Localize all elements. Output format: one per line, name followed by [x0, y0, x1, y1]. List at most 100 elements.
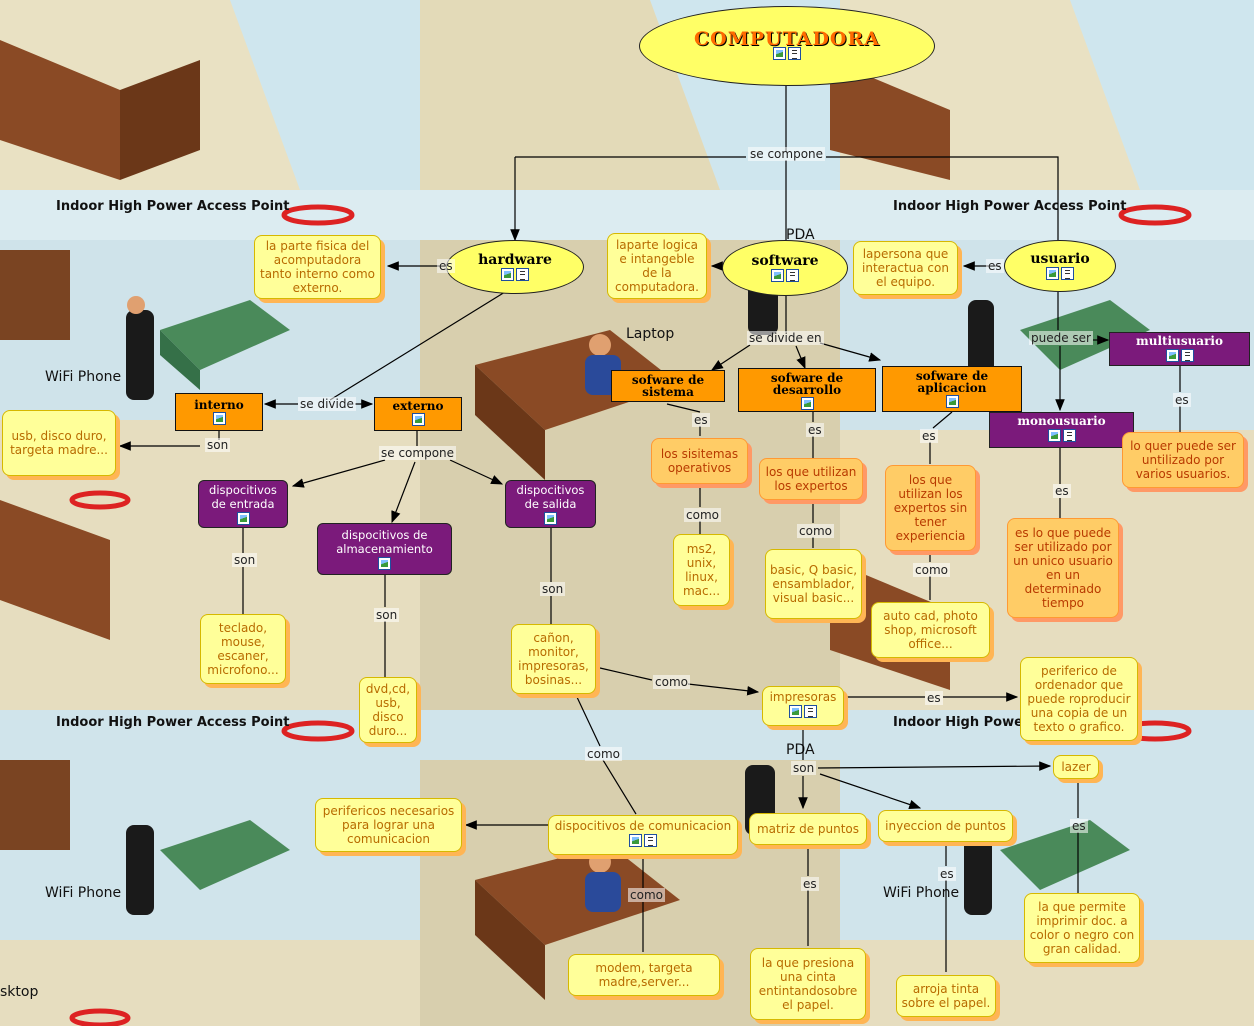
link-label: como — [653, 675, 690, 689]
concept-label: interno — [194, 398, 244, 412]
concept-lazer-description[interactable]: la que permite imprimir doc. a color o n… — [1024, 893, 1140, 963]
link-label: como — [684, 508, 721, 522]
concept-impresoras-description[interactable]: periferico de ordenador que puede roprod… — [1020, 657, 1138, 741]
link-label: puede ser — [1029, 331, 1093, 345]
image-resource-icon[interactable] — [411, 413, 425, 426]
access-point-label: Indoor High Power Access Point — [893, 199, 1127, 214]
link-label: son — [205, 438, 231, 452]
concept-teclado[interactable]: teclado, mouse, escaner, microfono... — [200, 614, 286, 684]
document-resource-icon[interactable] — [516, 268, 529, 281]
concept-perifericos[interactable]: perifericos necesarios para lograr una c… — [315, 798, 462, 852]
concept-monousuario[interactable]: monousuario — [989, 412, 1134, 448]
image-resource-icon[interactable] — [771, 269, 784, 282]
image-resource-icon[interactable] — [544, 512, 557, 525]
link-label: se compone — [748, 147, 826, 161]
document-resource-icon[interactable] — [644, 834, 657, 847]
concept-autocad[interactable]: auto cad, photo shop, microsoft office..… — [871, 602, 990, 658]
image-resource-icon[interactable] — [1046, 267, 1059, 280]
link-label: como — [628, 888, 665, 902]
image-resource-icon[interactable] — [789, 705, 802, 718]
concept-label: dispocitivos de salida — [516, 483, 585, 511]
concept-impresoras[interactable]: impresoras — [762, 686, 844, 726]
access-point-label: Indoor High Power Access Point — [56, 199, 290, 214]
image-resource-icon[interactable] — [236, 512, 250, 525]
concept-usuario-description[interactable]: lapersona que interactua con el equipo. — [853, 241, 958, 295]
device-label: PDA — [786, 742, 815, 758]
concept-inyeccion[interactable]: inyeccion de puntos — [878, 810, 1013, 842]
document-resource-icon[interactable] — [1061, 267, 1074, 280]
concept-dispositivos-almacenamiento[interactable]: dispocitivos de almacenamiento — [317, 523, 452, 575]
concept-label: COMPUTADORA — [694, 28, 880, 50]
resource-icons — [501, 268, 529, 281]
image-resource-icon[interactable] — [212, 412, 226, 425]
link-label: son — [374, 608, 400, 622]
concept-canon[interactable]: cañon, monitor, impresoras, bosinas... — [511, 624, 596, 694]
link-label: se divide en — [747, 331, 824, 345]
link-label: es — [801, 877, 819, 891]
concept-software-sistema[interactable]: sofware de sistema — [611, 370, 725, 402]
concept-lazer[interactable]: lazer — [1053, 755, 1099, 779]
document-resource-icon[interactable] — [788, 47, 801, 60]
concept-basic[interactable]: basic, Q basic, ensamblador, visual basi… — [765, 549, 862, 619]
image-resource-icon[interactable] — [1165, 349, 1179, 362]
concept-sistemas-operativos[interactable]: los sisitemas operativos — [651, 438, 748, 484]
image-resource-icon[interactable] — [800, 397, 814, 410]
concept-software[interactable]: software — [722, 240, 848, 296]
access-point-label: Indoor High Power — [893, 715, 1030, 730]
image-resource-icon[interactable] — [945, 395, 959, 408]
wifi-emblems — [69, 204, 1192, 1026]
concept-software-aplicacion[interactable]: sofware de aplicacion — [882, 366, 1022, 412]
image-resource-icon[interactable] — [378, 557, 391, 570]
concept-dispositivos-salida[interactable]: dispocitivos de salida — [505, 480, 596, 528]
concept-software-desarrollo[interactable]: sofware de desarrollo — [738, 368, 876, 412]
document-resource-icon[interactable] — [786, 269, 799, 282]
link-label: como — [797, 524, 834, 538]
link-label: como — [585, 747, 622, 761]
concept-dvd[interactable]: dvd,cd, usb, disco duro... — [359, 677, 417, 743]
concept-hardware[interactable]: hardware — [446, 240, 584, 294]
concept-monousuario-description[interactable]: es lo que puede ser utilizado por un uni… — [1007, 518, 1119, 618]
concept-matriz-description[interactable]: la que presiona una cinta entintandosobr… — [750, 948, 866, 1020]
concept-software-description[interactable]: laparte logica e intangeble de la comput… — [607, 233, 707, 299]
link-label: son — [791, 761, 817, 775]
concept-ms2[interactable]: ms2, unix, linux, mac... — [673, 534, 730, 606]
concept-sin-experiencia[interactable]: los que utilizan los expertos sin tener … — [885, 465, 976, 551]
device-label: sktop — [0, 984, 39, 1000]
concept-label: usuario — [1030, 251, 1090, 267]
concept-modem[interactable]: modem, targeta madre,server... — [568, 954, 720, 996]
link-label: se compone — [379, 446, 457, 460]
image-resource-icon[interactable] — [501, 268, 514, 281]
image-resource-icon[interactable] — [1047, 429, 1061, 442]
concept-computadora[interactable]: COMPUTADORA — [639, 6, 935, 86]
concept-label: impresoras — [769, 690, 837, 704]
image-resource-icon[interactable] — [629, 834, 642, 847]
concept-multiusuario[interactable]: multiusuario — [1109, 332, 1250, 366]
concept-los-expertos[interactable]: los que utilizan los expertos — [759, 458, 863, 500]
concept-multiusuario-description[interactable]: lo quer puede ser untilizado por varios … — [1122, 432, 1244, 488]
concept-hardware-description[interactable]: la parte fisica del acomputadora tanto i… — [254, 235, 381, 299]
concept-label: dispocitivos de comunicacion — [554, 819, 732, 833]
concept-inyeccion-description[interactable]: arroja tinta sobre el papel. — [896, 975, 996, 1017]
document-resource-icon[interactable] — [1062, 429, 1076, 442]
concept-dispositivos-entrada[interactable]: dispocitivos de entrada — [198, 480, 288, 528]
concept-label: monousuario — [1017, 414, 1106, 428]
document-resource-icon[interactable] — [1180, 349, 1194, 362]
concept-usb-disco[interactable]: usb, disco duro, targeta madre... — [2, 410, 116, 476]
concept-externo[interactable]: externo — [374, 397, 462, 431]
link-label: es — [1173, 393, 1191, 407]
resource-icons — [544, 512, 557, 525]
document-resource-icon[interactable] — [804, 705, 817, 718]
resource-icons — [212, 412, 226, 425]
link-label: es — [806, 423, 824, 437]
resource-icons — [378, 557, 391, 570]
image-resource-icon[interactable] — [773, 47, 786, 60]
concept-usuario[interactable]: usuario — [1004, 240, 1116, 292]
concept-interno[interactable]: interno — [175, 393, 263, 431]
concept-label: sofware de desarrollo — [770, 371, 844, 397]
device-label: WiFi Phone — [45, 885, 122, 901]
resource-icons — [1047, 429, 1076, 442]
resource-icons — [411, 413, 425, 426]
resource-icons — [800, 397, 814, 410]
concept-dispositivos-comunicacion[interactable]: dispocitivos de comunicacion — [548, 815, 738, 855]
concept-matriz[interactable]: matriz de puntos — [749, 813, 867, 845]
